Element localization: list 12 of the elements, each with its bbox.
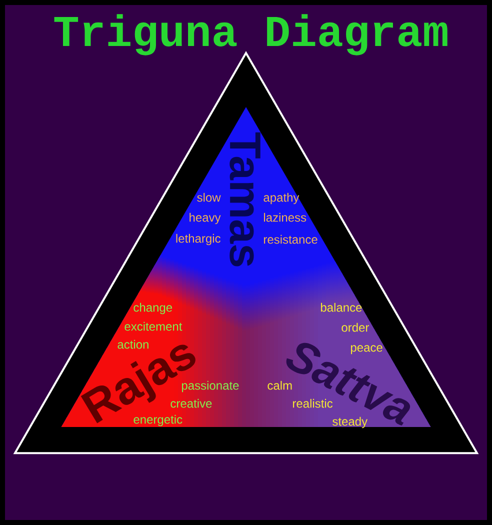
- word-label: slow: [197, 192, 221, 202]
- word-label: resistance: [264, 234, 318, 244]
- title: Triguna Diagram: [54, 14, 448, 56]
- word-label: excitement: [124, 322, 182, 331]
- word-label: laziness: [264, 212, 306, 222]
- word-label: heavy: [190, 212, 221, 224]
- word-label: lethargic: [176, 234, 220, 246]
- word-label: apathy: [264, 192, 300, 204]
- word-label: order: [342, 322, 369, 332]
- word-label: balance: [320, 302, 362, 312]
- heading: Tamas: [230, 132, 260, 266]
- word-label: change: [134, 302, 172, 314]
